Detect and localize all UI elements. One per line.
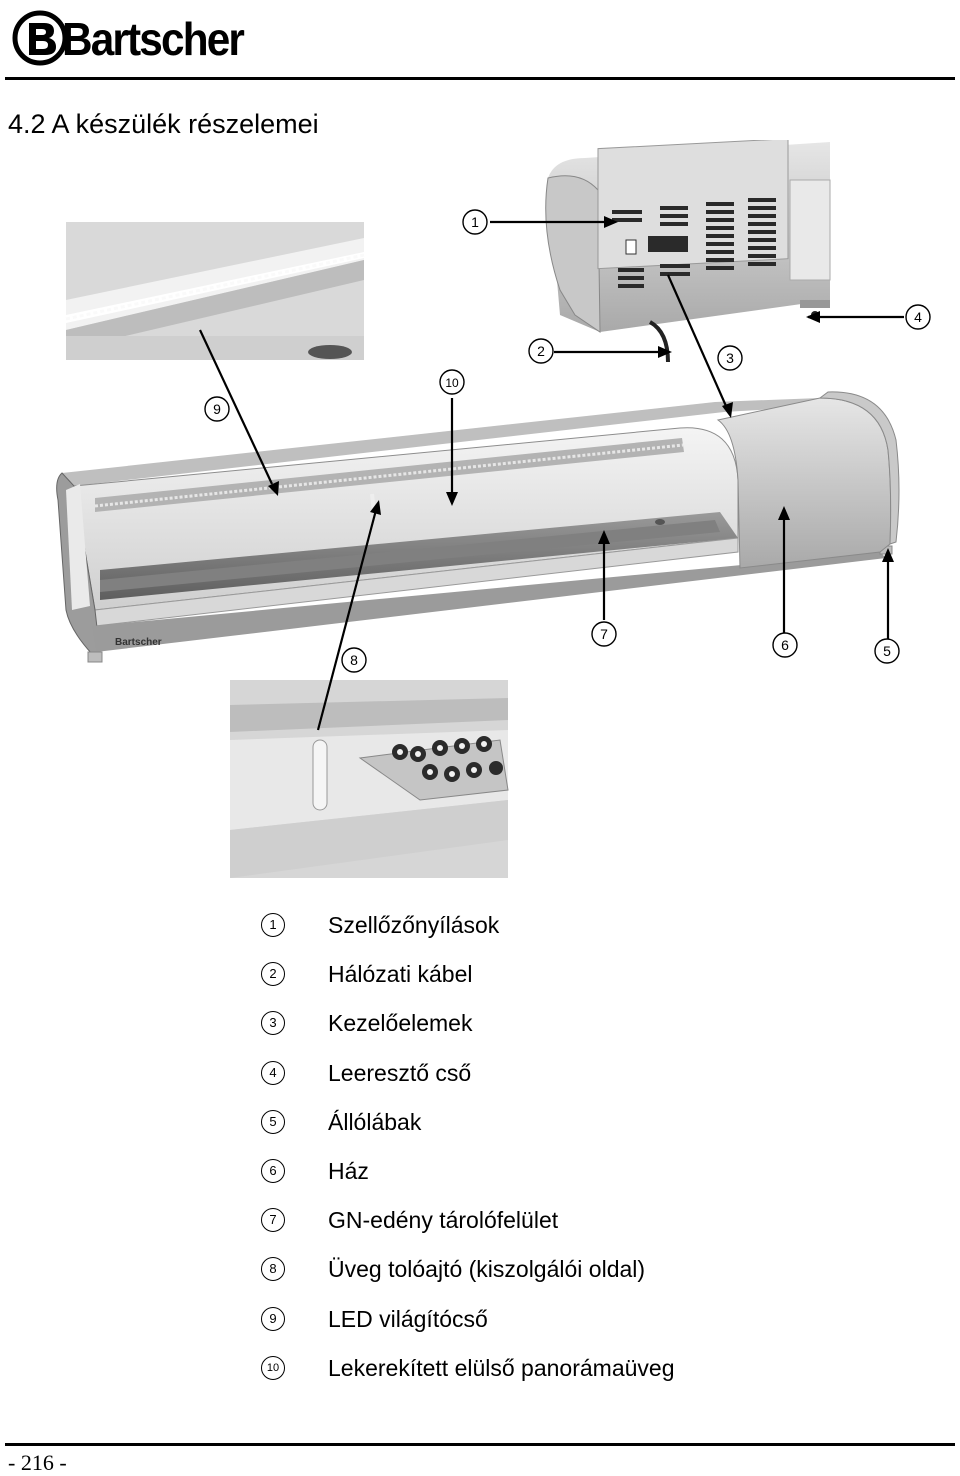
svg-text:1: 1 — [471, 214, 479, 230]
legend-number: 10 — [261, 1355, 285, 1380]
legend-label: Leeresztő cső — [328, 1059, 472, 1086]
callout-8: 8 — [341, 647, 367, 673]
legend-number: 9 — [261, 1306, 285, 1331]
callout-9: 9 — [204, 396, 230, 422]
callout-arrows — [199, 220, 904, 731]
logo-b-icon — [12, 10, 68, 66]
svg-text:4: 4 — [914, 309, 922, 325]
svg-text:8: 8 — [350, 652, 358, 668]
legend-number: 3 — [261, 1011, 285, 1036]
legend-number: 1 — [261, 913, 285, 937]
legend-item: 7 GN-edény tárolófelület — [258, 1200, 908, 1249]
led-inset-photo — [65, 222, 365, 360]
svg-text:5: 5 — [883, 643, 891, 659]
callout-7: 7 — [591, 621, 617, 647]
legend-item: 9 LED világítócső — [258, 1299, 908, 1348]
header-rule — [5, 77, 955, 80]
legend-label: Szellőzőnyílások — [328, 912, 500, 938]
page-number: - 216 - — [8, 1450, 67, 1475]
svg-text:3: 3 — [726, 350, 734, 366]
legend-item: 10 Lekerekített elülső panorámaüveg — [258, 1348, 908, 1397]
callout-3: 3 — [717, 345, 743, 371]
legend-item: 1 Szellőzőnyílások — [258, 905, 908, 954]
legend-number: 2 — [261, 962, 285, 987]
brand-name: Bartscher — [62, 13, 245, 65]
legend-label: GN-edény tárolófelület — [328, 1207, 559, 1234]
legend-item: 3 Kezelőelemek — [258, 1003, 908, 1052]
callout-5: 5 — [874, 638, 900, 664]
legend-number: 6 — [261, 1158, 285, 1183]
legend-number: 8 — [261, 1257, 285, 1282]
legend-label: Lekerekített elülső panorámaüveg — [328, 1354, 675, 1381]
legend-number: 7 — [261, 1208, 285, 1233]
callout-10: 10 — [439, 369, 465, 395]
legend-item: 2 Hálózati kábel — [258, 954, 908, 1003]
legend-item: 5 Állólábak — [258, 1102, 908, 1151]
callout-2: 2 — [528, 338, 554, 364]
callout-markers: 1 2 3 4 5 6 7 — [204, 209, 931, 673]
svg-text:10: 10 — [445, 376, 459, 390]
product-figure: Bartscher — [0, 138, 960, 890]
svg-text:9: 9 — [213, 401, 221, 417]
svg-text:2: 2 — [537, 343, 545, 359]
legend-number: 4 — [261, 1060, 285, 1085]
legend-item: 6 Ház — [258, 1151, 908, 1200]
legend-label: Üveg tolóajtó (kiszolgálói oldal) — [328, 1256, 646, 1283]
legend-label: Ház — [328, 1157, 369, 1184]
legend-item: 4 Leeresztő cső — [258, 1053, 908, 1102]
brand-logo: Bartscher — [8, 6, 245, 70]
section-title: 4.2 A készülék részelemei — [8, 109, 319, 139]
svg-text:6: 6 — [781, 637, 789, 653]
door-inset-photo — [230, 680, 509, 878]
rear-inset-photo — [545, 138, 831, 363]
callout-6: 6 — [772, 632, 798, 658]
product-diagram: Bartscher — [56, 138, 931, 878]
legend-label: LED világítócső — [328, 1305, 488, 1332]
svg-text:7: 7 — [600, 626, 608, 642]
callout-1: 1 — [462, 209, 488, 235]
main-unit: Bartscher — [56, 391, 900, 663]
product-badge: Bartscher — [115, 637, 162, 648]
callout-4: 4 — [905, 304, 931, 330]
legend-number: 5 — [261, 1109, 285, 1134]
legend-label: Kezelőelemek — [328, 1010, 473, 1037]
legend-label: Állólábak — [328, 1108, 422, 1135]
footer-rule — [5, 1443, 955, 1446]
parts-legend: 1 Szellőzőnyílások 2 Hálózati kábel 3 Ke… — [258, 905, 908, 1397]
legend-item: 8 Üveg tolóajtó (kiszolgálói oldal) — [258, 1249, 908, 1298]
arrow-heads — [268, 216, 894, 562]
legend-label: Hálózati kábel — [328, 961, 473, 988]
